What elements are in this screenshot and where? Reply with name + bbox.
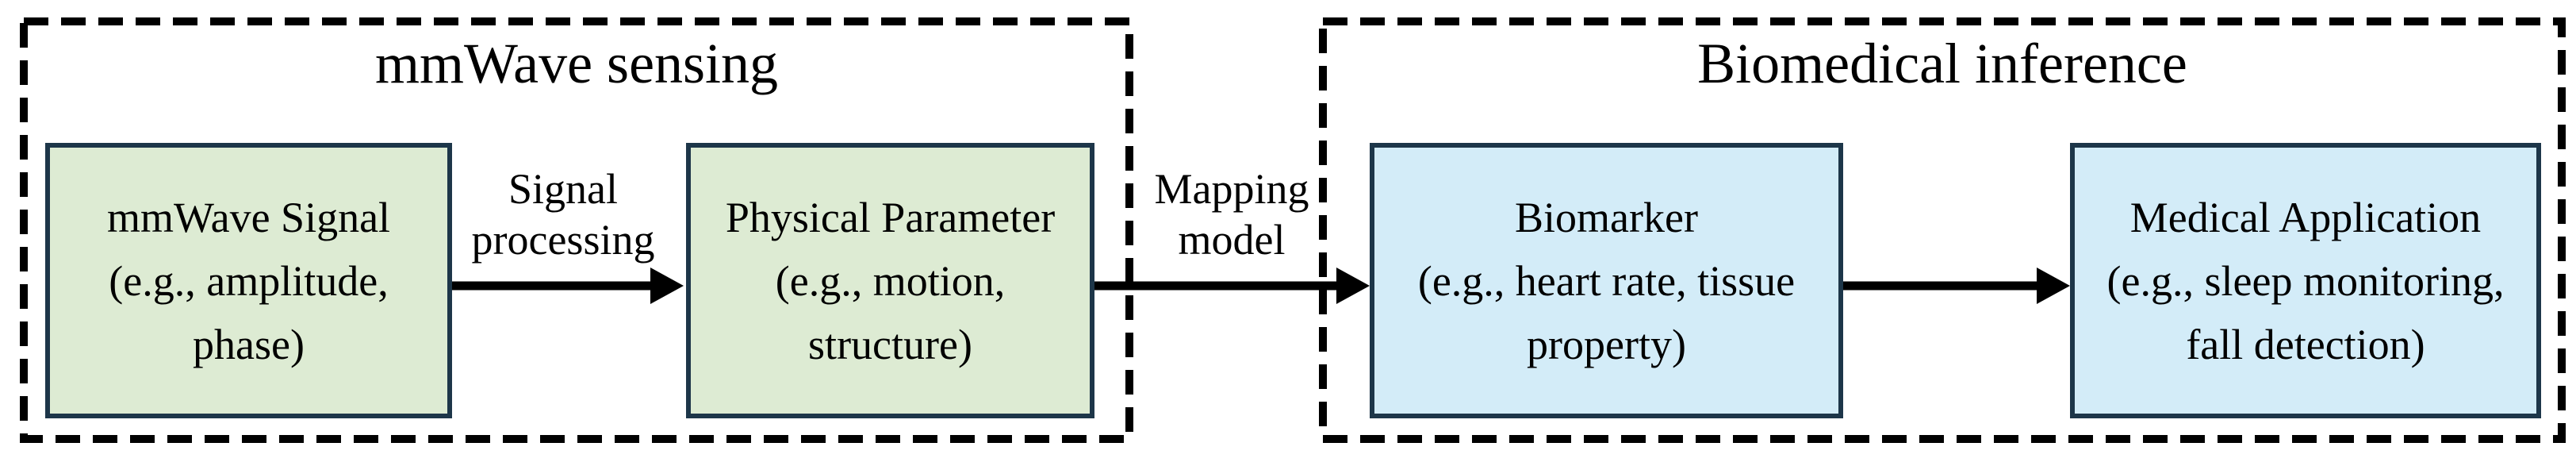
arrow-head-icon xyxy=(650,268,684,304)
arrow-label-line: model xyxy=(1178,216,1286,264)
mmwave-sensing-title: mmWave sensing xyxy=(374,32,779,95)
arrow-head-icon xyxy=(1336,268,1370,304)
node-line: mmWave Signal xyxy=(106,193,391,241)
arrow-head-icon xyxy=(2037,268,2070,304)
arrow-label-line: processing xyxy=(471,216,655,264)
node-line: (e.g., motion, xyxy=(775,256,1006,305)
node-line: (e.g., heart rate, tissue xyxy=(1417,256,1796,305)
mmwave-sensing-group-outline xyxy=(20,17,1133,443)
node-line: structure) xyxy=(808,320,972,368)
medical-application-node: Medical Application (e.g., sleep monitor… xyxy=(2070,143,2541,418)
mapping-model-arrow xyxy=(1094,268,1370,304)
biomarker-to-application-arrow xyxy=(1843,268,2070,304)
mmwave-signal-node: mmWave Signal (e.g., amplitude, phase) xyxy=(45,143,452,418)
node-line: Physical Parameter xyxy=(725,193,1056,241)
signal-processing-label: Signal processing xyxy=(444,164,682,265)
mapping-model-label: Mapping model xyxy=(1113,164,1351,265)
biomedical-inference-group-outline xyxy=(1319,17,2566,443)
node-line: (e.g., sleep monitoring, xyxy=(2106,256,2505,305)
node-line: (e.g., amplitude, xyxy=(109,256,389,305)
node-line: fall detection) xyxy=(2186,320,2425,368)
biomarker-node: Biomarker (e.g., heart rate, tissue prop… xyxy=(1370,143,1843,418)
node-line: phase) xyxy=(193,320,305,368)
arrow-label-line: Signal xyxy=(508,165,618,213)
node-line: property) xyxy=(1527,320,1686,368)
physical-parameter-node: Physical Parameter (e.g., motion, struct… xyxy=(686,143,1094,418)
signal-processing-arrow xyxy=(452,268,684,304)
node-line: Medical Application xyxy=(2129,193,2482,241)
biomedical-inference-title: Biomedical inference xyxy=(1697,32,2187,95)
arrow-label-line: Mapping xyxy=(1154,165,1309,213)
node-line: Biomarker xyxy=(1515,193,1698,241)
